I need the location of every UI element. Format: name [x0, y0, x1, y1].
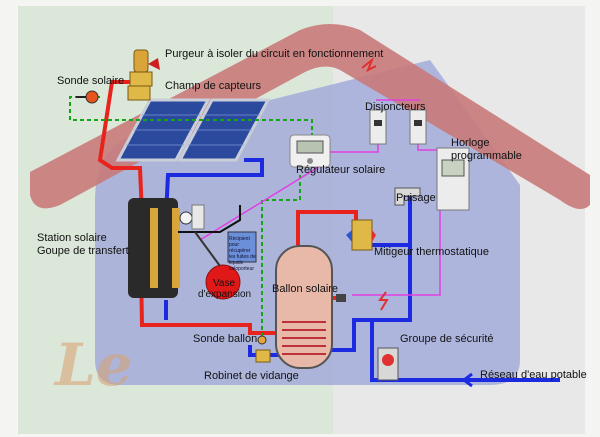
label-purgeur: Purgeur à isoler du circuit en fonctionn…: [165, 48, 384, 60]
horloge-device: [436, 147, 470, 211]
label-puisage: Puisage: [396, 192, 436, 204]
sensor-wires: [69, 96, 313, 338]
label-horloge-2: programmable: [451, 150, 522, 162]
groupe-securite: [377, 347, 399, 381]
disjoncteurs-devices: [361, 56, 427, 145]
label-groupe-securite: Groupe de sécurité: [400, 333, 494, 345]
label-station-2: Goupe de transfert: [37, 245, 129, 257]
label-horloge-1: Horloge: [451, 137, 490, 149]
label-regulateur: Régulateur solaire: [296, 164, 386, 176]
purgeur-valve: [127, 49, 160, 101]
label-mitigeur: Mitigeur thermostatique: [374, 246, 489, 258]
label-robinet: Robinet de vidange: [204, 370, 299, 382]
lightning-icon: [378, 291, 389, 311]
label-champ-capteurs: Champ de capteurs: [165, 80, 261, 92]
station-solaire: [128, 198, 241, 298]
regulateur-device: [289, 134, 331, 168]
label-station-1: Station solaire: [37, 232, 107, 244]
watermark: Le: [53, 331, 133, 399]
robinet-vidange: [255, 349, 271, 363]
recipient-container: [227, 231, 257, 263]
mitigeur: [346, 219, 376, 251]
ballon-solaire: [275, 245, 346, 369]
label-ballon: Ballon solaire: [272, 283, 339, 295]
sonde-solaire-sensor: [85, 90, 99, 104]
label-reseau: Réseau d'eau potable: [480, 369, 587, 381]
label-vase-1: Vase: [212, 278, 236, 289]
puisage-tap: [394, 187, 421, 206]
vase-expansion: [205, 264, 241, 300]
label-disjoncteurs: Disjoncteurs: [365, 101, 426, 113]
label-sonde-ballon: Sonde ballon: [193, 333, 258, 345]
arrow-icon: [461, 372, 482, 388]
label-recipient: Récipient pour récupérer les fuites de l…: [229, 236, 256, 272]
label-sonde-solaire: Sonde solaire: [57, 75, 125, 87]
label-vase-2: d'expansion: [198, 289, 252, 300]
sonde-ballon-sensor: [257, 335, 267, 345]
